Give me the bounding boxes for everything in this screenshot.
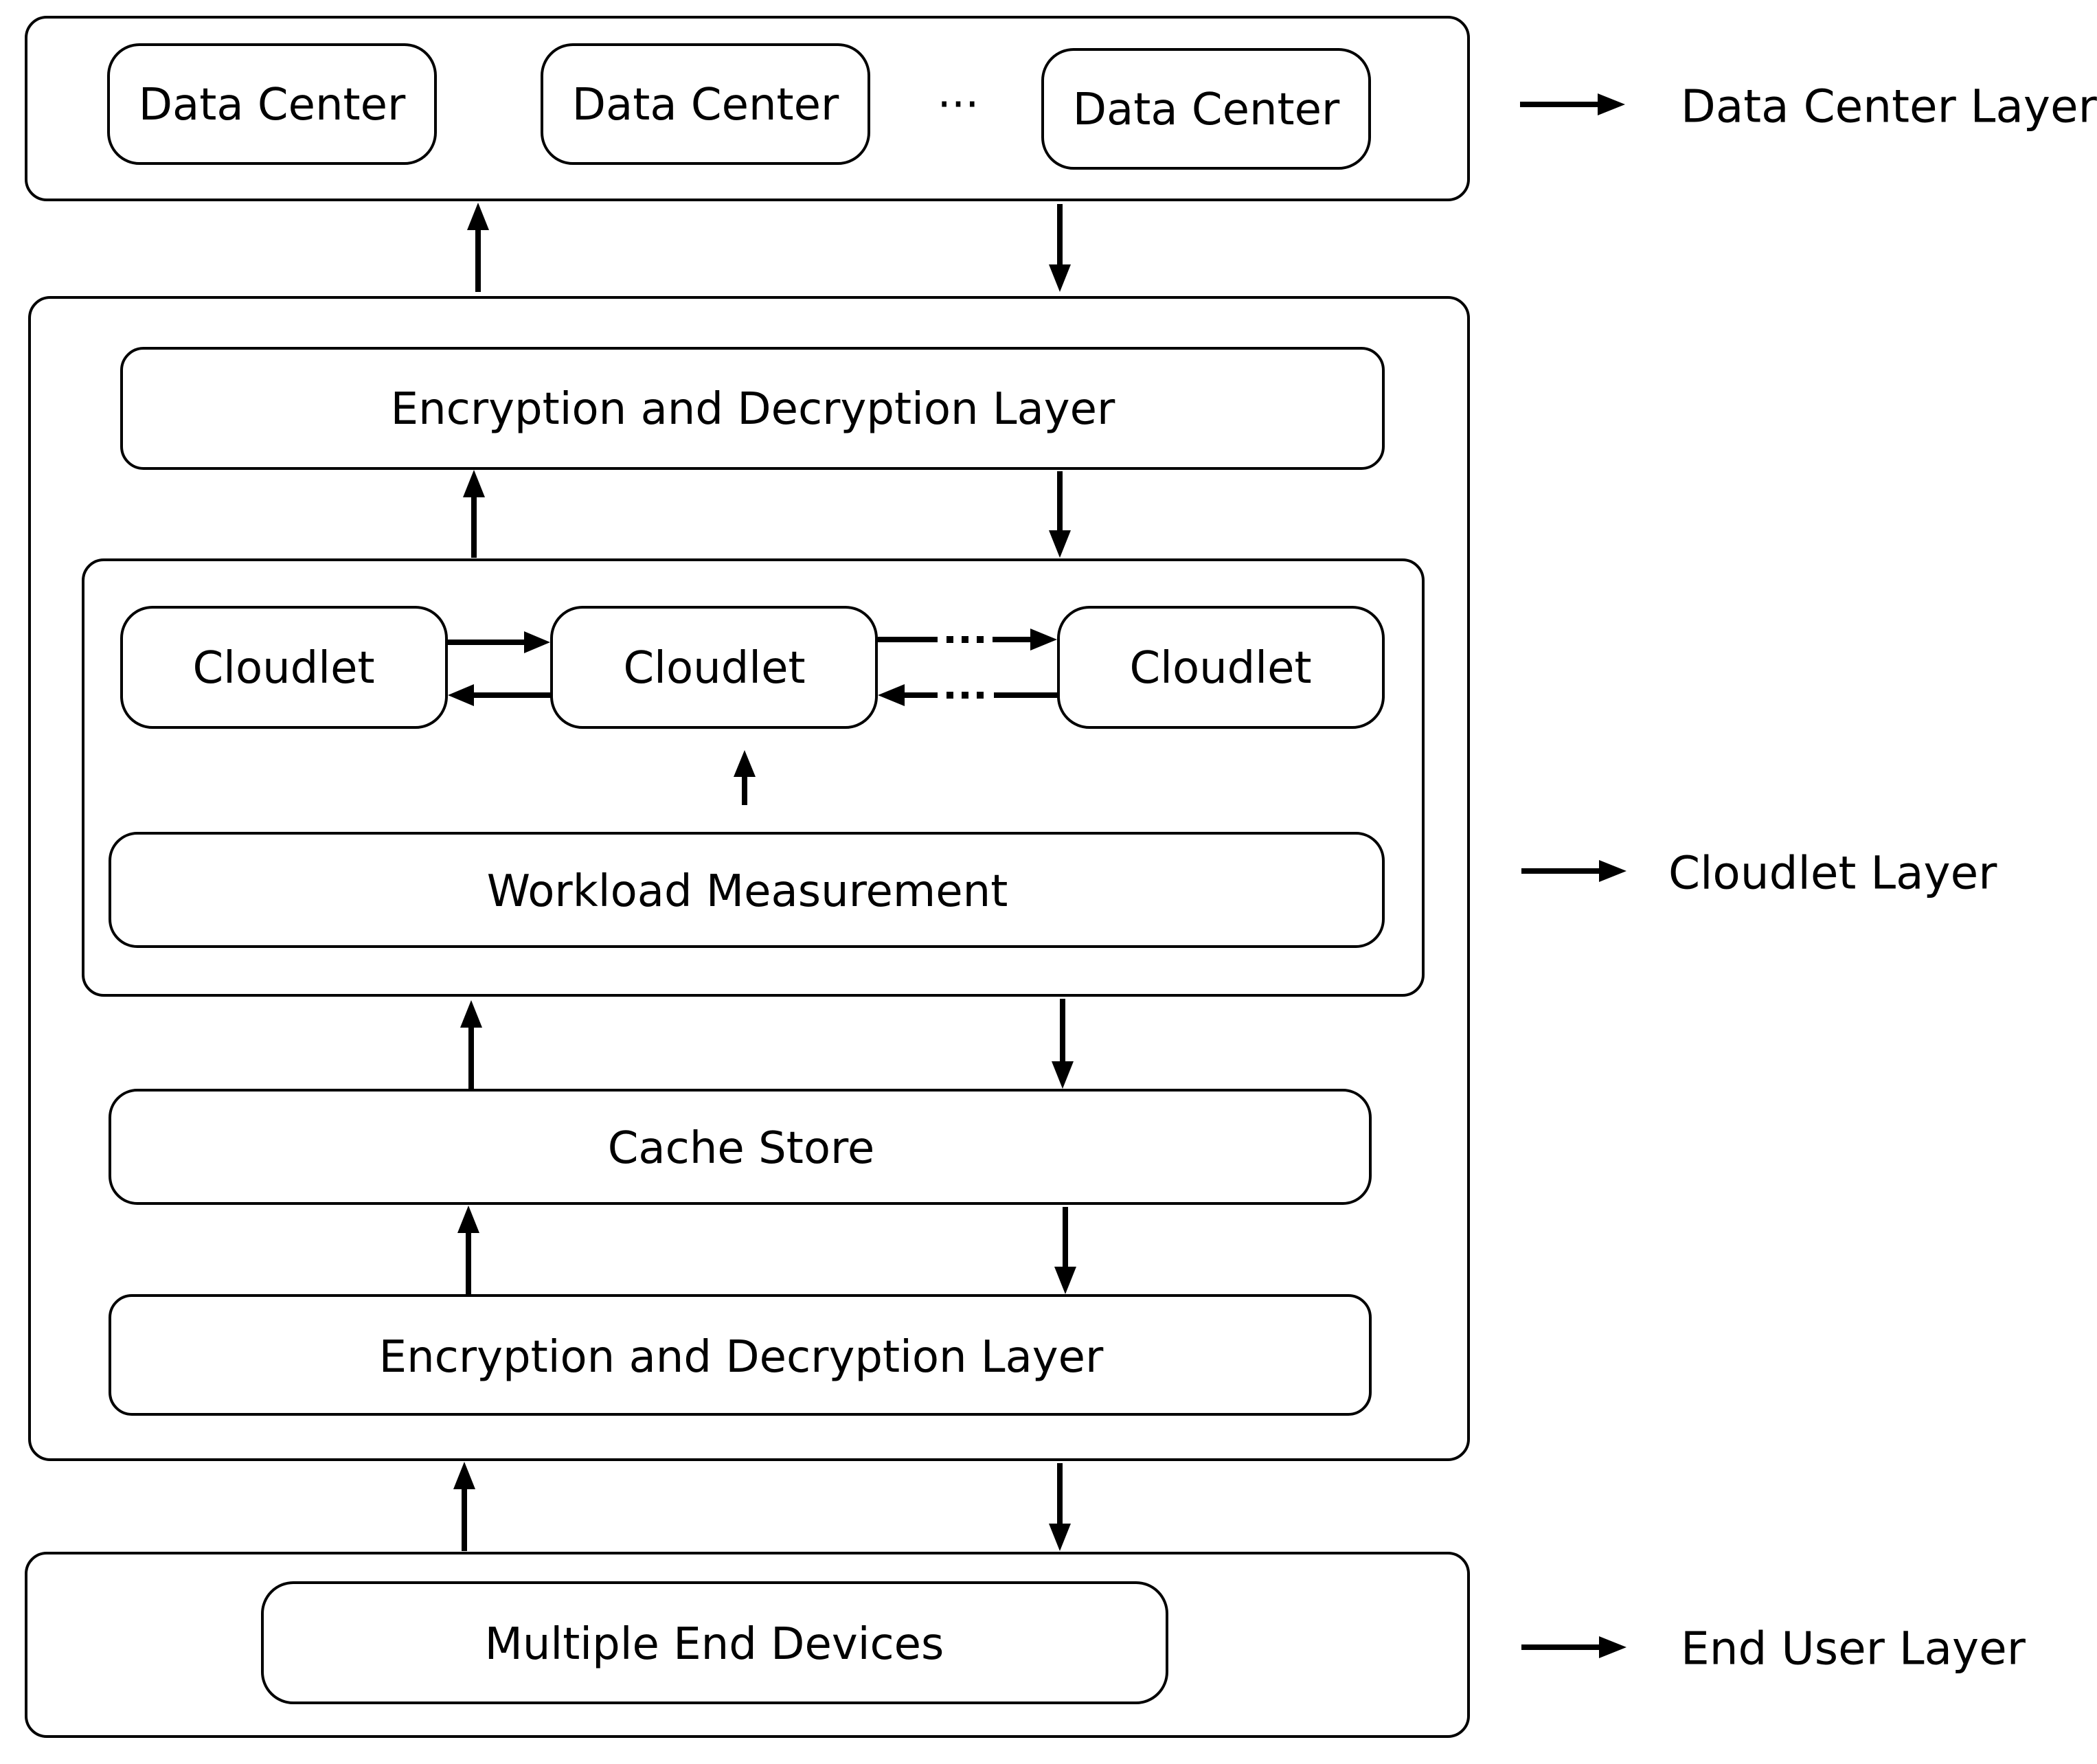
arrow-up-to-cache-store (457, 1206, 479, 1294)
cache-store-box (109, 1089, 1372, 1205)
data-center-node-2 (541, 43, 870, 165)
arrow-cloudlet-2-to-1 (448, 684, 550, 706)
cache-store-label: Cache Store (608, 1123, 875, 1174)
data-center-node-1-label: Data Center (139, 80, 406, 131)
end-devices-box (261, 1581, 1168, 1704)
cloudlet-node-2 (550, 606, 878, 729)
cloudlet-node-2-label: Cloudlet (623, 643, 805, 694)
bottom-encryption-label: Encryption and Decryption Layer (379, 1332, 1104, 1383)
arrow-up-to-cloudlet-layer (453, 1462, 475, 1551)
end-user-layer-label: End User Layer (1681, 1622, 2026, 1675)
arrow-down-to-end-user-layer (1049, 1463, 1071, 1551)
cloudlet-layer-pointer-arrow (1521, 860, 1626, 882)
cloudlet-node-1 (120, 606, 448, 729)
arrow-workload-to-cloudlet (734, 750, 756, 805)
arrow-cloudlet-1-to-2 (448, 631, 550, 653)
data-center-layer-label: Data Center Layer (1681, 80, 2097, 133)
end-user-layer-pointer-arrow (1521, 1636, 1626, 1658)
arrow-down-from-data-center (1049, 204, 1071, 292)
arrow-down-to-bottom-encryption (1054, 1207, 1076, 1294)
workload-measurement-box (109, 832, 1385, 948)
end-devices-label: Multiple End Devices (485, 1619, 944, 1670)
data-center-layer-pointer-arrow (1520, 93, 1625, 115)
data-center-node-3-label: Data Center (1073, 84, 1340, 135)
data-center-ellipsis: ··· (937, 80, 979, 131)
top-encryption-label: Encryption and Decryption Layer (391, 384, 1115, 435)
arrow-cloudlet-3-to-2 (878, 684, 1057, 706)
arrow-down-from-top-encryption (1049, 471, 1071, 558)
arrow-down-to-cache-store (1052, 999, 1074, 1089)
cloudlet-node-3 (1057, 606, 1385, 729)
data-center-node-2-label: Data Center (572, 80, 839, 131)
top-encryption-box (120, 347, 1385, 470)
data-center-node-3 (1041, 48, 1371, 170)
arrow-up-to-top-encryption (463, 470, 485, 558)
arrow-up-to-cloudlet-group (460, 1000, 482, 1089)
cloudlet-layer-label: Cloudlet Layer (1668, 847, 1997, 900)
cloudlet-node-1-label: Cloudlet (192, 643, 374, 694)
arrow-cloudlet-2-to-3 (878, 629, 1057, 651)
data-center-node-1 (107, 43, 437, 165)
bottom-encryption-box (109, 1294, 1372, 1416)
workload-measurement-label: Workload Measurement (487, 866, 1008, 917)
cloudlet-node-3-label: Cloudlet (1129, 643, 1311, 694)
arrow-up-to-data-center (467, 203, 489, 292)
